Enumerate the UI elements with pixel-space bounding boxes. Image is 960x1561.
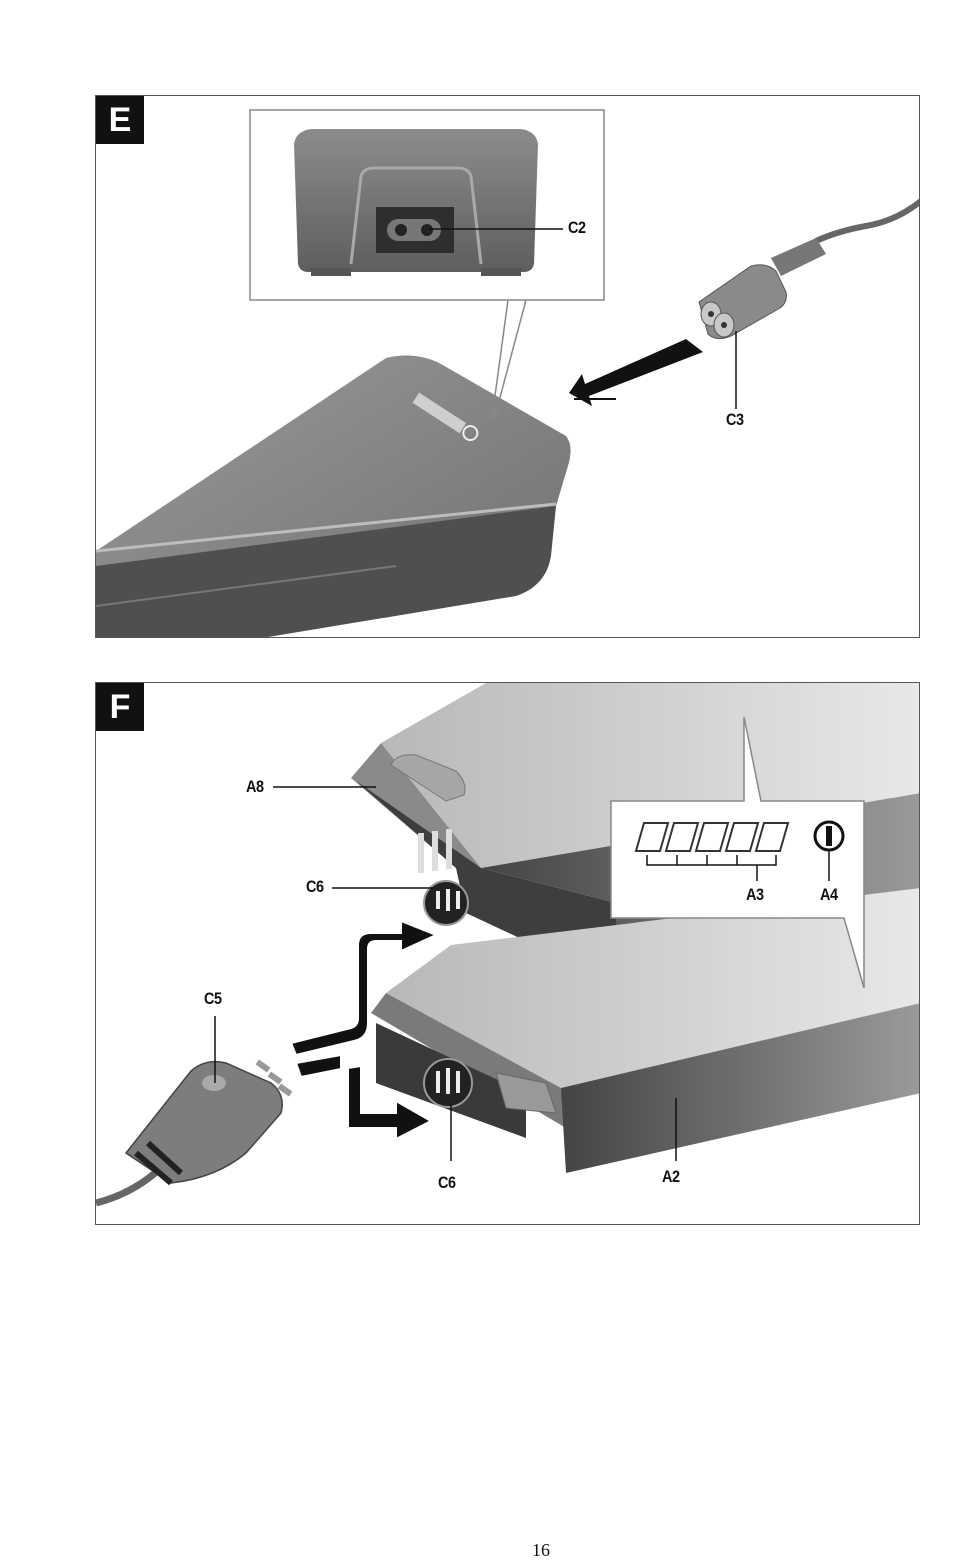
label-a8: A8 bbox=[246, 777, 264, 796]
label-a2: A2 bbox=[662, 1167, 680, 1186]
label-c5: C5 bbox=[204, 989, 222, 1008]
label-c2: C2 bbox=[568, 218, 586, 237]
label-c6-bottom: C6 bbox=[438, 1173, 456, 1192]
figure-f-panel: F A8 C6 C5 C6 A3 A4 A2 bbox=[95, 682, 920, 1225]
charger-plug bbox=[96, 1059, 293, 1207]
plug-direction-arrows bbox=[289, 919, 439, 1141]
charge-level-leds bbox=[634, 822, 790, 852]
label-c3: C3 bbox=[726, 410, 744, 429]
page-number: 16 bbox=[532, 1540, 550, 1560]
power-button-icon bbox=[813, 820, 845, 852]
figure-e-illustration bbox=[96, 109, 919, 637]
bosch-logo bbox=[412, 392, 479, 442]
figure-f-badge: F bbox=[96, 683, 144, 731]
upper-charging-socket bbox=[423, 880, 469, 926]
lower-battery bbox=[371, 888, 919, 1173]
label-a3: A3 bbox=[746, 885, 764, 904]
label-a4: A4 bbox=[820, 885, 838, 904]
battery-end-closeup bbox=[294, 129, 538, 276]
insert-arrow bbox=[569, 339, 703, 406]
label-c6-top: C6 bbox=[306, 877, 324, 896]
figure-e-badge: E bbox=[96, 96, 144, 144]
indicator-inset bbox=[610, 716, 865, 989]
power-plug bbox=[698, 198, 919, 340]
figure-e-panel: E C2 C3 bbox=[95, 95, 920, 638]
figure-f-illustration bbox=[96, 683, 919, 1207]
lower-charging-socket bbox=[423, 1058, 473, 1108]
